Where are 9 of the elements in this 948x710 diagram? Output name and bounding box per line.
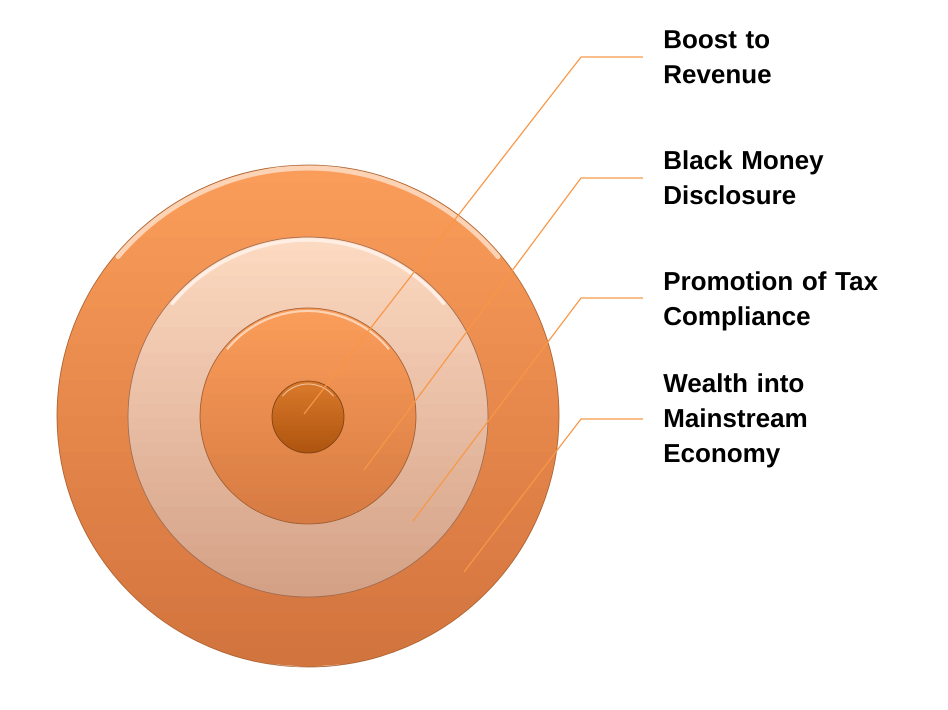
leader-line [412,297,643,522]
callout-text: Boost to Revenue [664,30,771,84]
callout-text: Black Money Disclosure [664,150,824,204]
callout-text: Wealth into Mainstream Economy [663,373,806,468]
callout-text: Promotion of Tax Compliance [664,271,878,330]
target-center [272,380,344,454]
leader-line [304,56,643,414]
leader-line [363,177,643,470]
leader-line [463,418,643,572]
